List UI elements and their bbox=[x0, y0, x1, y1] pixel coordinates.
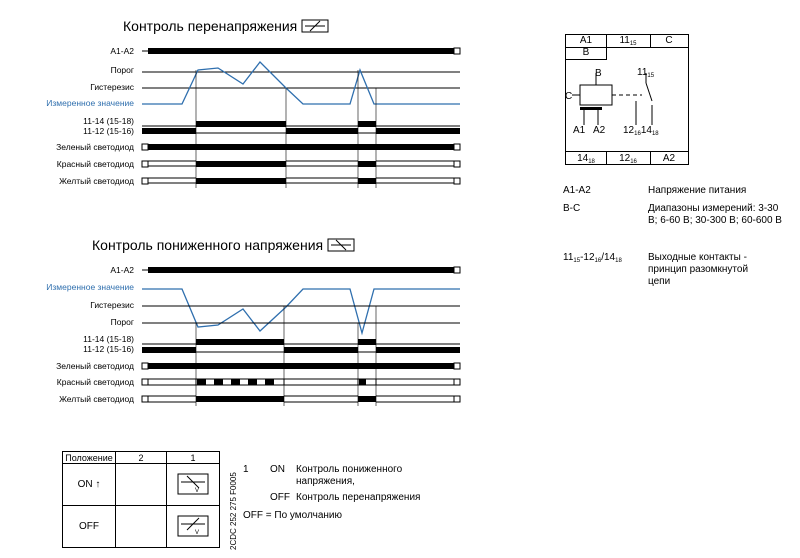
legend-term-contacts: 1115-1216/1418 bbox=[563, 252, 622, 264]
svg-text:V: V bbox=[195, 488, 199, 494]
label-green-led: Зеленый светодиод bbox=[56, 142, 134, 152]
pin-c: C bbox=[665, 35, 673, 46]
contact-12-14: 12161418 bbox=[623, 125, 659, 137]
contact-label-11-15: 1115 bbox=[637, 67, 655, 79]
measured-value-trace bbox=[142, 61, 460, 105]
overvoltage-symbol-icon bbox=[301, 19, 329, 33]
coil-a1: A1 bbox=[573, 125, 586, 136]
legend-desc-a1a2: Напряжение питания bbox=[648, 185, 747, 196]
doc-code: 2CDC 252 275 F0005 bbox=[229, 472, 238, 550]
label-11-12: 11-12 (15-16) bbox=[83, 126, 134, 136]
label-11-14: 11-14 (15-18) bbox=[83, 116, 134, 126]
cell-off-1: V bbox=[166, 505, 220, 548]
overvoltage-switch-icon: V bbox=[177, 515, 209, 536]
legend-desc-bc: Диапазоны измерений: 3-30 В; 6-60 В; 30-… bbox=[648, 203, 782, 226]
note-on-text: Контроль пониженного напряжения, bbox=[296, 464, 403, 487]
coil-label-b: B bbox=[595, 68, 602, 79]
label-measured: Измеренное значение bbox=[46, 98, 134, 108]
pin-11-15: 1115 bbox=[606, 35, 651, 47]
u-label-red-led: Красный светодиод bbox=[56, 377, 134, 387]
label-red-led: Красный светодиод bbox=[56, 159, 134, 169]
u-measured-value-trace bbox=[142, 288, 460, 336]
legend-desc-contacts: Выходные контакты - принцип разомкнутой … bbox=[648, 252, 749, 287]
undervoltage-timing-diagram bbox=[141, 266, 461, 406]
pinout-box: A1 1115 C B B C 1115 A1 A2 12161418 1418… bbox=[565, 34, 689, 165]
pin-b: B bbox=[566, 47, 607, 60]
pinout-bottom-row: 1418 1216 A2 bbox=[566, 151, 688, 165]
dip-switch-table: Положение 2 1 ON ↑ V OFF V bbox=[62, 451, 220, 548]
u-label-measured: Измеренное значение bbox=[46, 282, 134, 292]
overvoltage-title-text: Контроль перенапряжения bbox=[123, 18, 298, 34]
u-label-hysteresis: Гистерезис bbox=[90, 300, 134, 310]
label-threshold: Порог bbox=[110, 65, 134, 75]
cell-on-1: V bbox=[166, 463, 220, 506]
label-hysteresis: Гистерезис bbox=[90, 82, 134, 92]
undervoltage-switch-icon: V bbox=[177, 473, 209, 494]
note-off: OFF bbox=[270, 492, 290, 503]
u-label-green-led: Зеленый светодиод bbox=[56, 361, 134, 371]
a1a2-bar bbox=[148, 48, 454, 54]
coil-a2: A2 bbox=[593, 125, 606, 136]
table-header-1: 1 bbox=[166, 451, 220, 464]
label-yellow-led: Желтый светодиод bbox=[59, 176, 134, 186]
pin-a2: A2 bbox=[662, 153, 676, 164]
u-label-a1a2: A1-A2 bbox=[110, 265, 134, 275]
legend-term-bc: B-C bbox=[563, 203, 581, 214]
undervoltage-symbol-icon bbox=[327, 238, 355, 252]
cell-on-2 bbox=[115, 463, 167, 506]
pin-14-18: 1418 bbox=[566, 152, 607, 165]
undervoltage-title-text: Контроль пониженного напряжения bbox=[92, 237, 324, 253]
table-header-position: Положение bbox=[62, 451, 116, 464]
coil-label-c: C bbox=[565, 91, 573, 102]
pinout-top-row: A1 1115 C bbox=[566, 35, 688, 48]
u-label-yellow-led: Желтый светодиод bbox=[59, 394, 134, 404]
pin-12-16: 1216 bbox=[606, 152, 651, 165]
note-off-text: Контроль перенапряжения bbox=[296, 492, 421, 503]
cell-off-2 bbox=[115, 505, 167, 548]
note-number: 1 bbox=[243, 464, 249, 475]
table-header-2: 2 bbox=[115, 451, 167, 464]
row-off-label: OFF bbox=[62, 505, 116, 548]
u-label-11-12: 11-12 (15-16) bbox=[83, 344, 134, 354]
note-on: ON bbox=[270, 464, 285, 475]
label-a1a2: A1-A2 bbox=[110, 46, 134, 56]
legend-term-a1a2: A1-A2 bbox=[563, 185, 591, 196]
u-label-11-14: 11-14 (15-18) bbox=[83, 334, 134, 344]
svg-text:V: V bbox=[195, 530, 199, 536]
pin-a1: A1 bbox=[566, 35, 607, 47]
overvoltage-title: Контроль перенапряжения bbox=[123, 18, 329, 34]
default-note: OFF = По умолчанию bbox=[243, 510, 343, 521]
row-on-label: ON ↑ bbox=[62, 463, 116, 506]
undervoltage-title: Контроль пониженного напряжения bbox=[92, 237, 355, 253]
pinout-schematic bbox=[572, 73, 653, 125]
overvoltage-timing-diagram bbox=[141, 47, 461, 188]
u-label-threshold: Порог bbox=[110, 317, 134, 327]
